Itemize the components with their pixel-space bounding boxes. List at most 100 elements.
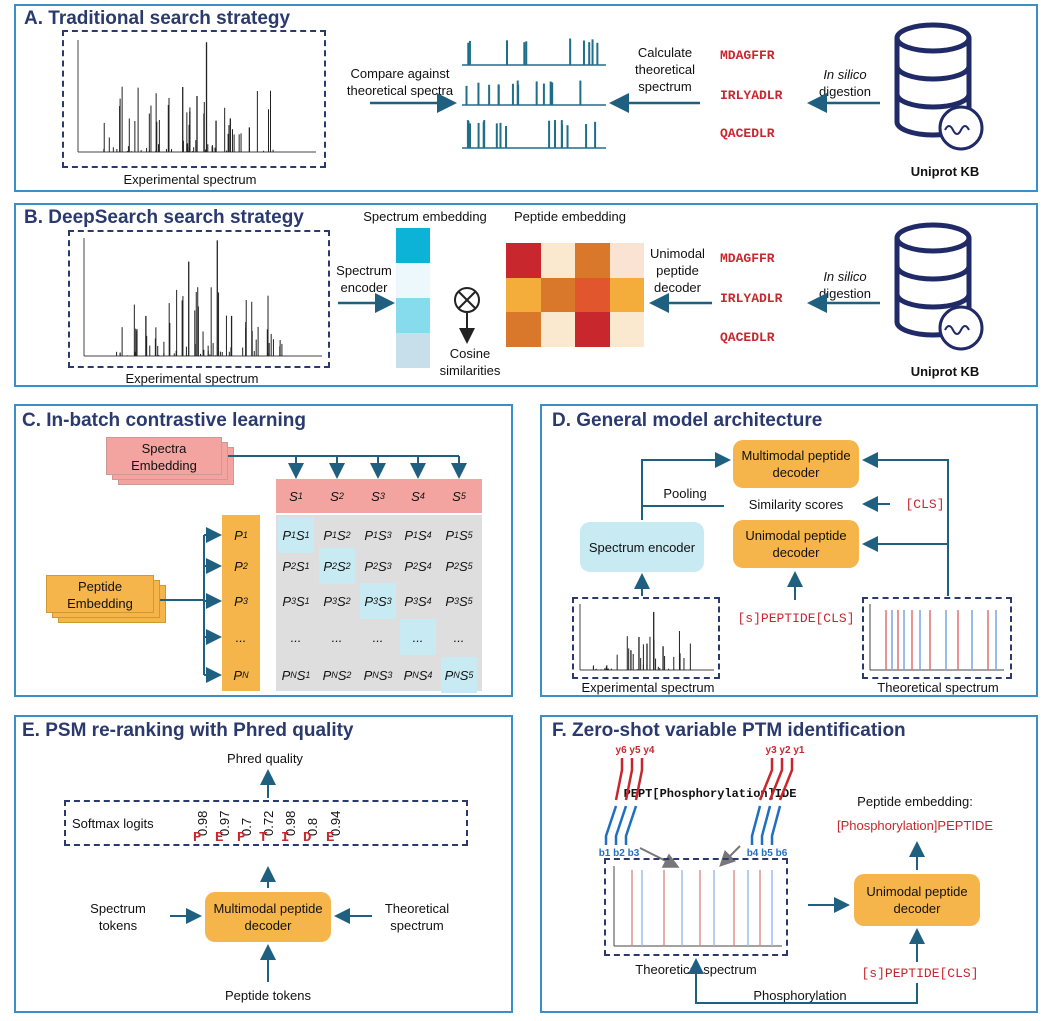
panel-a-spectrum-box — [62, 30, 326, 168]
panel-c-cell: ... — [453, 629, 465, 645]
panel-e-phred-label: Phred quality — [227, 751, 303, 766]
peptide-embedding-cell — [575, 277, 610, 313]
panel-a-digestion-label: In silico digestion — [800, 66, 890, 100]
panel-b-digestion-text: digestion — [818, 286, 872, 301]
panel-e-residue-letter: I — [281, 830, 290, 846]
panel-d-theo-spectrum-box — [862, 597, 1012, 679]
panel-a-kb-label: Uniprot KB — [910, 164, 980, 179]
panel-f-emb-value: [Phosphorylation]PEPTIDE — [836, 818, 994, 833]
panel-a-seq-1: MDAGFFR — [720, 48, 775, 63]
spectrum-embedding-cell — [396, 298, 430, 333]
panel-a-seq-2: IRLYADLR — [720, 88, 783, 103]
panel-b-unimodal-label: Unimodal peptide decoder — [650, 246, 705, 295]
panel-c-title: C. In-batch contrastive learning — [22, 410, 306, 431]
panel-c-peptide-embedding: Peptide Embedding — [46, 575, 154, 613]
panel-b-spectrum-label: Experimental spectrum — [125, 371, 259, 386]
panel-f-unimodal-decoder: Unimodal peptide decoder — [854, 874, 980, 926]
panel-f-b-right: b4 b5 b6 — [746, 848, 788, 859]
peptide-embedding-cell — [540, 312, 575, 347]
panel-b-cosine-label: Cosine similarities — [439, 346, 501, 378]
panel-e-residue-letter: E — [326, 830, 335, 846]
panel-a-spectrum-label: Experimental spectrum — [123, 172, 257, 187]
panel-a-title: A. Traditional search strategy — [24, 8, 291, 29]
panel-e-pep-tokens-label: Peptide tokens — [224, 988, 311, 1003]
panel-f-emb-label: Peptide embedding: — [857, 794, 973, 809]
panel-f-phospho-label: Phosphorylation — [753, 988, 847, 1003]
spectrum-embedding-cell — [396, 263, 430, 298]
panel-f-theo-spectrum-box — [604, 858, 788, 956]
panel-e-softmax-label: Softmax logits — [72, 816, 154, 831]
panel-f-title: F. Zero-shot variable PTM identification — [552, 720, 906, 741]
panel-d-exp-label: Experimental spectrum — [581, 680, 715, 695]
panel-e-residue-letter: P — [237, 830, 246, 846]
panel-b-title: B. DeepSearch search strategy — [24, 207, 304, 228]
panel-c-row-header: ... — [235, 629, 247, 645]
panel-b-encoder-label: Spectrum encoder — [336, 263, 392, 295]
panel-e-residue-letter: D — [303, 830, 312, 846]
panel-c-cell: ... — [400, 619, 436, 655]
spectrum-embedding-cell — [396, 333, 430, 368]
panel-e — [14, 715, 513, 1013]
panel-f-peptide-seq: PEPT[Phosphorylation]IDE — [623, 787, 797, 801]
panel-a-calc-label: Calculate theoretical spectrum — [635, 45, 695, 94]
panel-e-theo-label: Theoretical spectrum — [384, 901, 450, 933]
panel-d-spectrum-encoder: Spectrum encoder — [580, 522, 704, 572]
panel-c-cell: ... — [290, 629, 302, 645]
spectrum-embedding-cell — [396, 228, 430, 263]
panel-c-row-band — [222, 515, 260, 691]
peptide-embedding-cell — [540, 243, 575, 278]
panel-d-multimodal-decoder: Multimodal peptide decoder — [733, 440, 859, 488]
panel-b-seq-1: MDAGFFR — [720, 251, 775, 266]
panel-f-y-right: y3 y2 y1 — [765, 745, 805, 756]
panel-b-spectrum-embedding — [396, 228, 430, 368]
peptide-embedding-cell — [506, 243, 541, 278]
panel-a-digestion-text: digestion — [818, 84, 872, 99]
panel-d-theo-label: Theoretical spectrum — [877, 680, 999, 695]
panel-e-multimodal-decoder: Multimodal peptide decoder — [205, 892, 331, 942]
panel-b-pep-emb-label: Peptide embedding — [513, 209, 627, 224]
panel-a-compare-label: Compare against theoretical spectra — [346, 66, 454, 98]
panel-d-similarity-label: Similarity scores — [748, 497, 844, 512]
panel-b-kb-label: Uniprot KB — [910, 364, 980, 379]
panel-e-spec-tokens-label: Spectrum tokens — [90, 901, 146, 933]
panel-e-residue-letter: T — [259, 830, 268, 846]
panel-e-title: E. PSM re-ranking with Phred quality — [22, 720, 354, 741]
panel-b-seq-3: QACEDLR — [720, 330, 775, 345]
panel-d-title: D. General model architecture — [552, 410, 823, 431]
panel-c-cell: ... — [331, 629, 343, 645]
peptide-embedding-cell — [609, 243, 644, 278]
panel-b-spectrum-box — [68, 230, 330, 368]
peptide-embedding-cell — [575, 312, 610, 347]
panel-a-insilico-text: In silico — [823, 67, 867, 82]
panel-d-exp-spectrum-box — [572, 597, 720, 679]
panel-f-theo-label: Theoretical spectrum — [635, 962, 757, 977]
panel-f-y-left: y6 y5 y4 — [615, 745, 655, 756]
panel-b-seq-2: IRLYADLR — [720, 291, 783, 306]
